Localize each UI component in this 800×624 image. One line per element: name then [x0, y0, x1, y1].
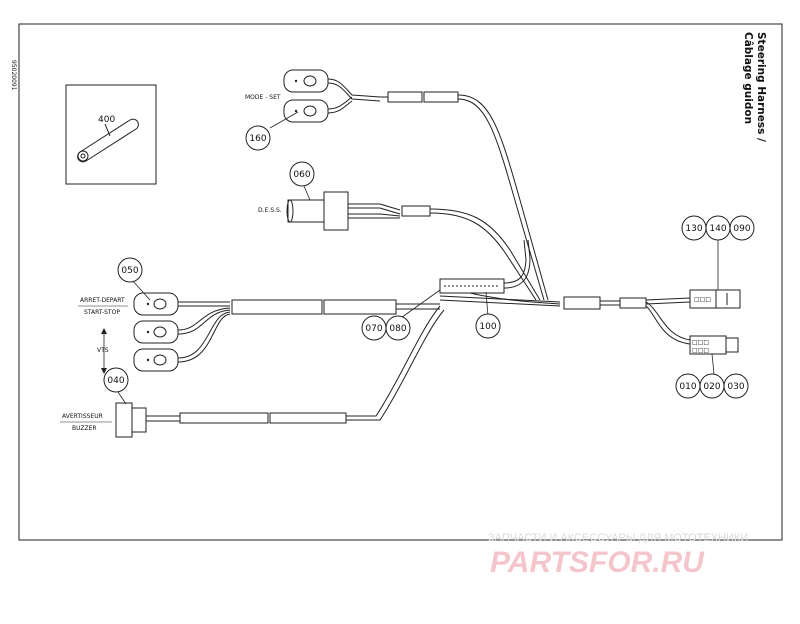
start-stop-vts-switch-assembly [133, 292, 440, 372]
vts-arrow [101, 328, 107, 374]
callout-160: 160 [245, 125, 271, 151]
connector-010-020-030: □□□ □□□ [689, 335, 739, 355]
callout-060: 060 [289, 161, 315, 187]
diagram-frame [18, 23, 783, 541]
callout-010: 010 [675, 373, 701, 399]
callout-030: 030 [723, 373, 749, 399]
label-arret-depart: ARRET-DEPART [80, 297, 125, 304]
watermark-tagline: ЗАПЧАСТИ И АКСЕССУАРЫ ДЛЯ МОТОТЕХНИКИ [488, 532, 748, 544]
label-dess: D.E.S.S. [258, 207, 282, 214]
inset-part-400: 400 [65, 84, 157, 185]
label-start-stop: START-STOP [84, 309, 120, 316]
svg-text:□□□: □□□ [692, 347, 709, 354]
callout-100: 100 [475, 313, 501, 339]
callout-080: 080 [385, 315, 411, 341]
svg-text:070: 070 [365, 324, 382, 334]
svg-text:130: 130 [685, 224, 702, 234]
callout-050: 050 [117, 257, 143, 283]
leader-lines [117, 111, 719, 405]
label-mode-set: MODE - SET [245, 94, 281, 101]
item-400-label: 400 [98, 115, 115, 125]
svg-text:090: 090 [733, 224, 750, 234]
label-avertisseur: AVERTISSEUR [62, 413, 103, 420]
label-vts: VTS [97, 347, 109, 354]
svg-text:Steering Harness /: Steering Harness / [755, 32, 767, 142]
main-trunk [563, 296, 691, 345]
svg-text:100: 100 [479, 322, 496, 332]
svg-text:060: 060 [293, 170, 310, 180]
svg-text:140: 140 [709, 224, 726, 234]
svg-text:Câblage guidon: Câblage guidon [742, 32, 754, 124]
harness-junction [439, 239, 561, 307]
callout-020: 020 [699, 373, 725, 399]
mode-set-switch-assembly [283, 69, 549, 301]
svg-text:□□□: □□□ [692, 339, 709, 346]
connector-130-140-090: □□□ [689, 289, 741, 309]
dess-connector [286, 191, 541, 301]
svg-text:160: 160 [249, 134, 266, 144]
callout-070: 070 [361, 315, 387, 341]
svg-text:040: 040 [107, 376, 124, 386]
svg-text:010: 010 [679, 382, 696, 392]
callout-090: 090 [729, 215, 755, 241]
callout-130: 130 [681, 215, 707, 241]
svg-text:030: 030 [727, 382, 744, 392]
svg-text:050: 050 [121, 266, 138, 276]
diagram-title: Steering Harness / Câblage guidon [742, 32, 767, 142]
label-buzzer: BUZZER [72, 425, 97, 432]
callout-140: 140 [705, 215, 731, 241]
buzzer-connector [115, 305, 445, 438]
side-code: 95020091 [10, 60, 17, 91]
svg-text:080: 080 [389, 324, 406, 334]
watermark-brand: PARTSFOR.RU [490, 546, 705, 579]
svg-text:020: 020 [703, 382, 720, 392]
svg-text:□□□: □□□ [694, 296, 711, 303]
callout-040: 040 [103, 367, 129, 393]
